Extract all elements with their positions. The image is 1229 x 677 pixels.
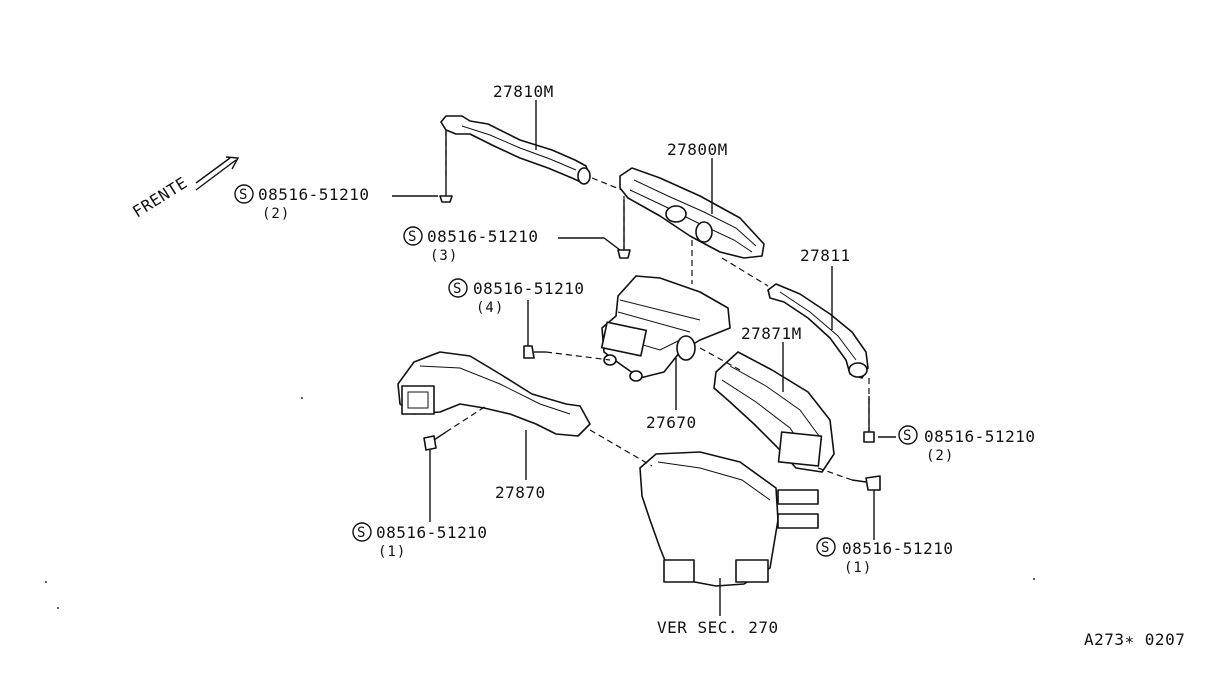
screw-quantity: (1) bbox=[378, 544, 406, 560]
section-reference: VER SEC. 270 bbox=[657, 618, 779, 637]
center-ventilator-duct bbox=[619, 167, 765, 259]
screw-symbol-icon bbox=[352, 522, 372, 542]
side-vent-duct-left bbox=[440, 115, 591, 185]
speck bbox=[1033, 578, 1035, 580]
screw-quantity: (3) bbox=[430, 248, 458, 264]
screw-quantity: (2) bbox=[262, 206, 290, 222]
assembly-line bbox=[545, 351, 611, 361]
screw-code: 08516-51210 bbox=[427, 227, 538, 246]
screw-code: 08516-51210 bbox=[924, 427, 1035, 446]
front-direction-label: FRENTE bbox=[129, 173, 191, 221]
assembly-line bbox=[817, 467, 853, 481]
part-number-label: 27810M bbox=[493, 82, 554, 101]
svg-text:S: S bbox=[903, 428, 912, 444]
front-direction-arrow: FRENTE bbox=[129, 156, 240, 221]
speck bbox=[301, 397, 303, 399]
screw-icon bbox=[523, 345, 546, 359]
lower-duct-right bbox=[713, 351, 835, 473]
part-number-label: 27670 bbox=[646, 413, 697, 432]
screw-quantity: (2) bbox=[926, 448, 954, 464]
screw-callout: S 08516-51210 (1) bbox=[816, 537, 953, 576]
screw-icon bbox=[439, 176, 453, 203]
screw-code: 08516-51210 bbox=[376, 523, 487, 542]
screw-symbol-icon bbox=[898, 425, 918, 445]
screw-callout: S 08516-51210 (3) bbox=[403, 226, 538, 264]
speck bbox=[57, 607, 59, 609]
assembly-line bbox=[721, 257, 769, 287]
screw-quantity: (4) bbox=[476, 300, 504, 316]
screw-callout: S 08516-51210 (1) bbox=[352, 522, 487, 560]
screw-code: 08516-51210 bbox=[258, 185, 369, 204]
screw-symbol-icon bbox=[816, 537, 836, 557]
assembly-line bbox=[589, 429, 653, 467]
screw-code: 08516-51210 bbox=[473, 279, 584, 298]
screw-symbol-icon bbox=[234, 184, 254, 204]
part-number-label: 27800M bbox=[667, 140, 728, 159]
svg-text:S: S bbox=[453, 281, 462, 297]
screw-code: 08516-51210 bbox=[842, 539, 953, 558]
svg-text:S: S bbox=[357, 525, 366, 541]
svg-text:S: S bbox=[821, 540, 830, 556]
part-number-label: 27811 bbox=[800, 246, 851, 265]
assembly-line bbox=[591, 177, 623, 191]
lower-duct-left bbox=[397, 351, 591, 437]
screw-symbol-icon bbox=[403, 226, 423, 246]
svg-text:S: S bbox=[408, 229, 417, 245]
screw-symbol-icon bbox=[448, 278, 468, 298]
side-vent-duct-right bbox=[767, 283, 869, 379]
part-number-label: 27870 bbox=[495, 483, 546, 502]
diagram-code: A273∗ 0207 bbox=[1084, 630, 1185, 649]
leader-line bbox=[558, 237, 621, 251]
part-number-label: 27871M bbox=[741, 324, 802, 343]
speck bbox=[45, 581, 47, 583]
assembly-line bbox=[445, 405, 487, 433]
svg-text:S: S bbox=[239, 187, 248, 203]
assembly-line bbox=[699, 347, 741, 371]
screw-callout: S 08516-51210 (2) bbox=[234, 184, 369, 222]
screw-icon bbox=[423, 431, 447, 451]
vent-outlet-box bbox=[600, 275, 731, 382]
screw-callout: S 08516-51210 (2) bbox=[898, 425, 1035, 464]
screw-callout: S 08516-51210 (4) bbox=[448, 278, 584, 316]
screw-quantity: (1) bbox=[844, 560, 872, 576]
heater-unit bbox=[639, 451, 819, 587]
screw-icon bbox=[851, 475, 881, 491]
